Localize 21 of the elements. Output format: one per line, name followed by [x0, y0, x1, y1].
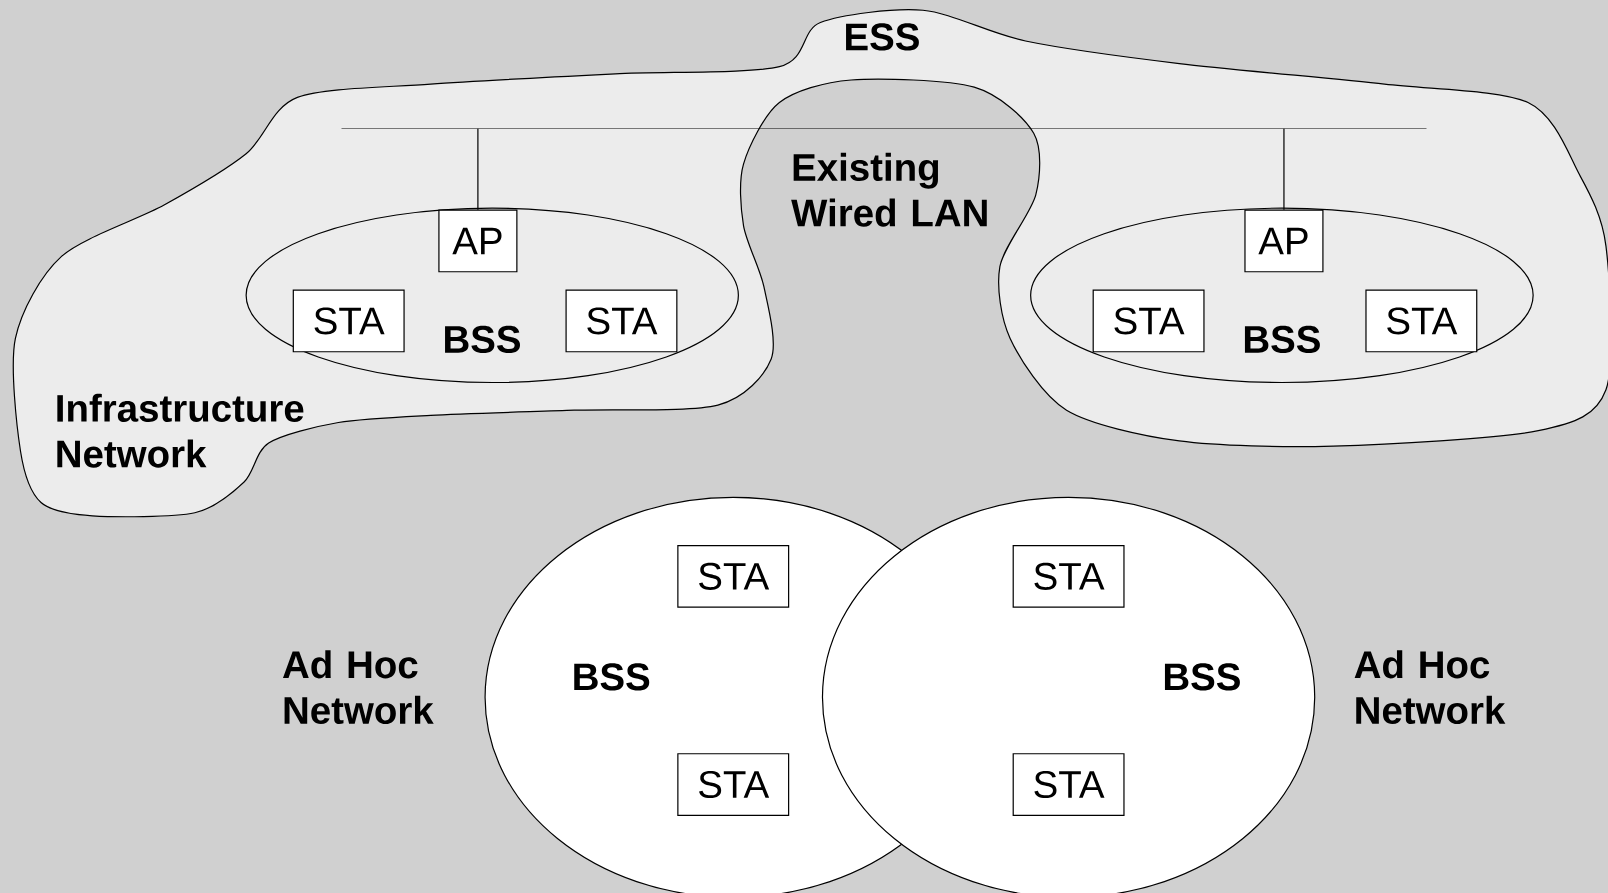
bss-label: BSS	[574, 663, 650, 691]
access-point-box: AP	[1244, 209, 1324, 273]
network-label: Infrastructure Network	[57, 393, 304, 468]
station-box: STA	[1092, 289, 1205, 353]
station-box: STA	[677, 753, 790, 816]
station-box: STA	[1012, 753, 1125, 816]
bss-label: BSS	[445, 325, 520, 353]
station-box: STA	[1365, 289, 1478, 353]
access-point-box: AP	[438, 209, 518, 273]
station-box: STA	[1012, 544, 1125, 608]
network-label: Existing Wired LAN	[791, 152, 987, 227]
bss-label: BSS	[1164, 663, 1240, 691]
cloud-title: ESS	[846, 23, 919, 51]
network-label: Ad Hoc Network	[1354, 650, 1506, 724]
bss-label: BSS	[1244, 325, 1320, 353]
station-box: STA	[565, 289, 678, 353]
connector-line	[1283, 128, 1285, 211]
station-box: STA	[292, 289, 405, 353]
station-box: STA	[677, 544, 790, 608]
network-label: Ad Hoc Network	[283, 650, 434, 724]
connector-line	[477, 128, 479, 211]
